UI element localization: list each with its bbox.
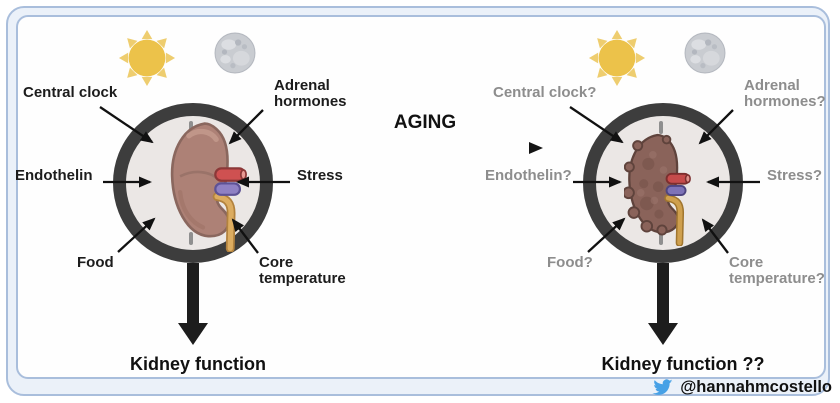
label-adrenal-hormones: Adrenal hormones: [274, 77, 347, 110]
clock-tick-12: [189, 121, 193, 134]
label-endothelin: Endothelin: [15, 167, 93, 184]
kidney-function-arrow: [648, 263, 678, 345]
label-core-temperature: Core temperature: [259, 254, 346, 287]
label-kidney-function: Kidney function: [130, 354, 266, 374]
kidney-illustration: [170, 122, 247, 252]
diagram-young-kidney: Central clock Adrenal hormones Endotheli…: [15, 16, 398, 376]
label-adrenal-hormones-aged: Adrenal hormones?: [744, 77, 826, 110]
aging-label: AGING: [393, 112, 457, 133]
label-stress: Stress: [297, 167, 343, 184]
clock-face: [583, 103, 743, 263]
aged-kidney-illustration: [624, 133, 691, 246]
sun-icon: [118, 29, 176, 87]
label-central-clock-aged: Central clock?: [493, 84, 597, 101]
aging-arrow-icon: [325, 142, 543, 154]
kidney-function-arrow: [178, 263, 208, 345]
clock-tick-12: [659, 121, 663, 134]
attribution: @hannahmcostello: [650, 376, 832, 398]
sun-icon: [588, 29, 646, 87]
label-endothelin-aged: Endothelin?: [485, 167, 572, 184]
label-kidney-function-aged: Kidney function ??: [601, 354, 765, 374]
clock-face: [113, 103, 273, 263]
diagram-aged-kidney: Central clock? Adrenal hormones? Endothe…: [485, 16, 840, 376]
clock-tick-6: [659, 232, 663, 245]
label-core-temperature-aged: Core temperature?: [729, 254, 825, 287]
label-food-aged: Food?: [547, 254, 593, 271]
label-food: Food: [77, 254, 114, 271]
moon-icon: [684, 32, 726, 74]
label-central-clock: Central clock: [23, 84, 118, 101]
moon-icon: [214, 32, 256, 74]
label-stress-aged: Stress?: [767, 167, 823, 184]
twitter-handle: @hannahmcostello: [680, 377, 832, 396]
clock-tick-6: [189, 232, 193, 245]
twitter-bird-icon: [652, 378, 673, 395]
